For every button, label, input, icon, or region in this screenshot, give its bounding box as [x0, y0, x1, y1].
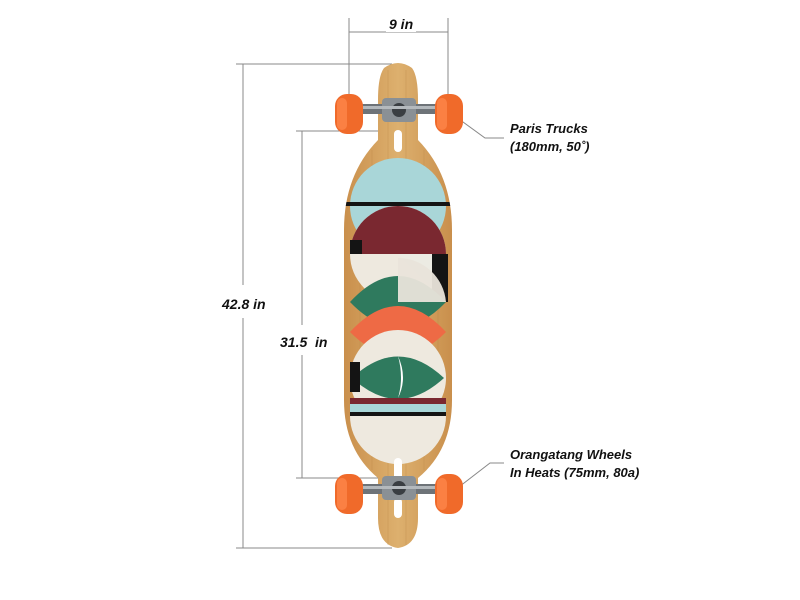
wheels-callout-line2: In Heats (75mm, 80a)	[510, 465, 640, 480]
wheels-leader-line	[454, 462, 504, 491]
width-label: 9 in	[386, 16, 417, 32]
length-dimension	[236, 63, 392, 549]
rear-wheels	[335, 474, 463, 514]
trucks-callout: Paris Trucks (180mm, 50˚)	[510, 120, 589, 156]
wheels-callout-line1: Orangatang Wheels	[510, 447, 633, 462]
wheelbase-label: 31.5 in	[280, 332, 328, 352]
trucks-callout-line2: (180mm, 50˚)	[510, 139, 590, 154]
front-truck	[358, 98, 440, 122]
trucks-callout-line1: Paris Trucks	[510, 121, 588, 136]
deck	[344, 63, 452, 548]
wheels-callout: Orangatang Wheels In Heats (75mm, 80a)	[510, 446, 639, 482]
front-wheels	[335, 94, 463, 134]
deck-graphic	[344, 158, 452, 464]
total-length-label: 42.8 in	[222, 294, 266, 314]
rear-truck	[358, 476, 440, 500]
